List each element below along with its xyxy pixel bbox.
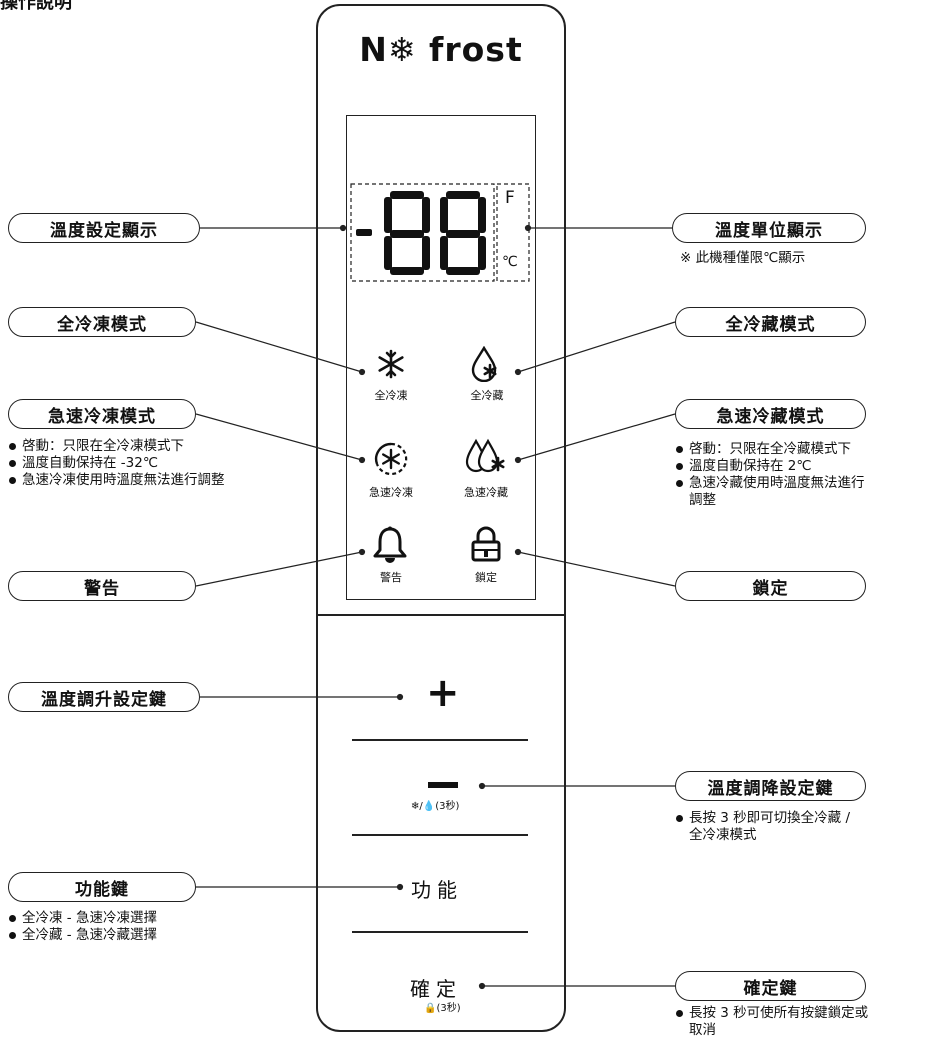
callout-lock: 鎖定 [675, 571, 866, 601]
quick-snowflake-icon [374, 442, 408, 476]
padlock-icon [471, 526, 501, 562]
dot-lock [514, 548, 522, 556]
control-panel-frame [316, 4, 566, 1032]
dot-temp-up [396, 693, 404, 701]
brand-logo: N❄ frost [359, 30, 523, 69]
unit-note: ※ 此機種僅限℃顯示 [680, 250, 806, 266]
quick-freeze-notes: 啓動：只限在全冷凍模式下 溫度自動保持在 -32℃ 急速冷凍使用時溫度無法進行調… [8, 438, 225, 489]
callout-quick-freeze-mode: 急速冷凍模式 [8, 399, 196, 429]
minus-button-sub: ❄/💧(3秒) [411, 801, 460, 812]
unit-fahrenheit: F [505, 188, 515, 208]
dot-temp-display [339, 224, 347, 232]
display-screen [346, 115, 536, 600]
label-full-freeze: 全冷凍 [374, 389, 408, 402]
panel-divider [316, 614, 566, 616]
seven-segment-display [350, 183, 530, 282]
callout-confirm-key: 確定鍵 [675, 971, 866, 1001]
confirm-notes: 長按 3 秒可使所有按鍵鎖定或 [675, 1005, 868, 1022]
note-continuation: 全冷凍模式 [689, 827, 757, 843]
note-continuation: 調整 [689, 492, 716, 508]
dot-quick-fridge [514, 456, 522, 464]
button-separator [352, 739, 528, 741]
label-full-fridge: 全冷藏 [470, 389, 504, 402]
note-item: 急速冷凍使用時溫度無法進行調整 [8, 472, 225, 489]
dot-quick-freeze [358, 456, 366, 464]
temp-down-notes: 長按 3 秒即可切換全冷藏 / [675, 810, 850, 827]
note-item: 長按 3 秒可使所有按鍵鎖定或 [675, 1005, 868, 1022]
minus-button[interactable] [428, 782, 458, 788]
bell-icon [373, 526, 407, 563]
dot-alarm [358, 548, 366, 556]
dot-function [396, 883, 404, 891]
page-title: 操作說明 [0, 0, 72, 13]
snowflake-icon [378, 349, 404, 379]
label-alarm: 警告 [380, 571, 402, 584]
callout-quick-fridge-mode: 急速冷藏模式 [675, 399, 866, 429]
dot-temp-down [478, 782, 486, 790]
confirm-button-sub: 🔒(3秒) [424, 1003, 461, 1014]
line-quick-freeze [195, 413, 363, 461]
callout-full-freeze-mode: 全冷凍模式 [8, 307, 196, 337]
note-item: 啓動：只限在全冷藏模式下 [675, 441, 865, 458]
line-full-freeze [195, 321, 363, 373]
confirm-button[interactable]: 確定 [410, 977, 462, 1001]
unit-celsius: ℃ [502, 254, 518, 270]
line-quick-fridge [517, 413, 676, 461]
callout-temp-up-key: 溫度調升設定鍵 [8, 682, 200, 712]
note-item: 全冷藏 - 急速冷藏選擇 [8, 927, 157, 944]
dot-full-fridge [514, 368, 522, 376]
drop-icon [471, 346, 497, 382]
callout-temp-down-key: 溫度調降設定鍵 [675, 771, 866, 801]
note-continuation: 取消 [689, 1022, 716, 1038]
callout-full-fridge-mode: 全冷藏模式 [675, 307, 866, 337]
callout-temp-display: 溫度設定顯示 [8, 213, 200, 243]
function-button[interactable]: 功能 [411, 878, 463, 902]
label-lock: 鎖定 [475, 571, 497, 584]
note-item: 急速冷藏使用時溫度無法進行 [675, 475, 865, 492]
function-notes: 全冷凍 - 急速冷凍選擇 全冷藏 - 急速冷藏選擇 [8, 910, 157, 944]
line-alarm [195, 551, 363, 587]
label-quick-fridge: 急速冷藏 [464, 486, 508, 499]
double-drop-icon [465, 438, 505, 473]
line-lock [517, 551, 676, 587]
label-quick-freeze: 急速冷凍 [369, 486, 413, 499]
note-item: 溫度自動保持在 -32℃ [8, 455, 225, 472]
callout-function-key: 功能鍵 [8, 872, 196, 902]
callout-alarm: 警告 [8, 571, 196, 601]
quick-fridge-notes: 啓動：只限在全冷藏模式下 溫度自動保持在 2℃ 急速冷藏使用時溫度無法進行 [675, 441, 865, 492]
dot-confirm [478, 982, 486, 990]
note-item: 啓動：只限在全冷凍模式下 [8, 438, 225, 455]
note-item: 溫度自動保持在 2℃ [675, 458, 865, 475]
note-item: 全冷凍 - 急速冷凍選擇 [8, 910, 157, 927]
note-item: 長按 3 秒即可切換全冷藏 / [675, 810, 850, 827]
button-separator [352, 931, 528, 933]
line-full-fridge [517, 321, 676, 373]
callout-unit-display: 溫度單位顯示 [672, 213, 866, 243]
dot-full-freeze [358, 368, 366, 376]
button-separator [352, 834, 528, 836]
plus-button[interactable]: + [426, 670, 460, 716]
